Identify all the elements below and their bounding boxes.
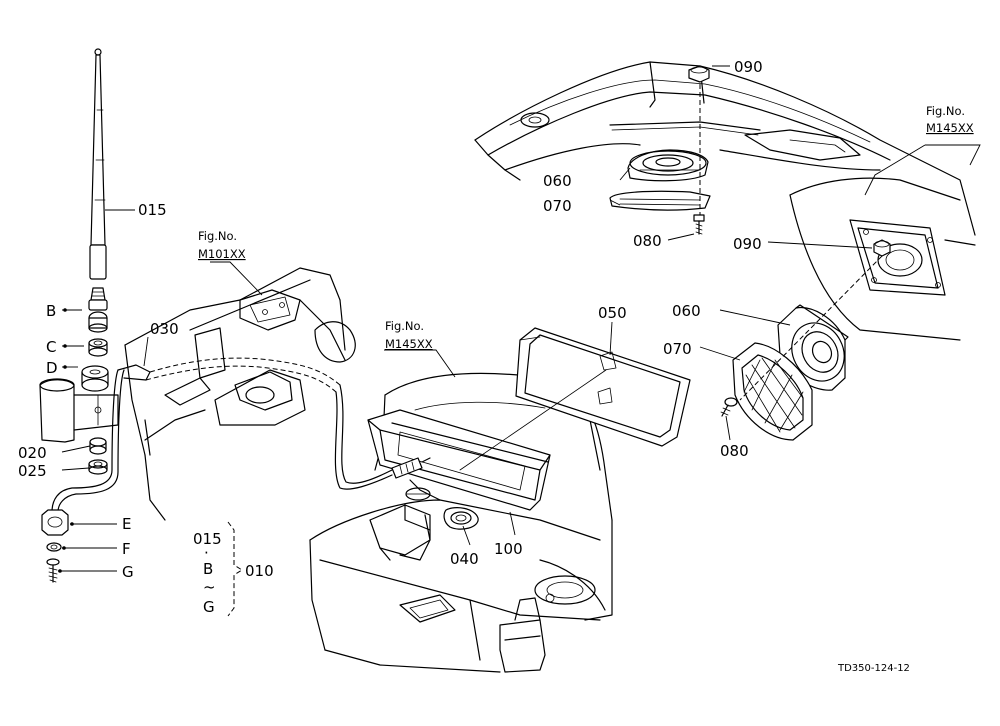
antenna-assembly: [39, 48, 151, 583]
set-legend: 015 · B ~ G 010: [193, 530, 274, 616]
set-legend-bracket: [227, 521, 243, 617]
label-070: 070: [663, 340, 692, 358]
right-fender-drawing: [789, 177, 976, 341]
fig-ref-m101-caption: Fig.No.: [198, 229, 237, 243]
part-labels: 015 B C D 030 020 025 E F G 040 100 050 …: [18, 58, 763, 581]
label-090-top: 090: [734, 58, 763, 76]
label-025: 025: [18, 462, 47, 480]
label-g: G: [122, 563, 134, 581]
fig-ref-m145-right-code: M145XX: [926, 121, 974, 135]
label-060: 060: [672, 302, 701, 320]
label-020: 020: [18, 444, 47, 462]
top-speaker-assembly: [609, 65, 711, 235]
label-060-top: 060: [543, 172, 572, 190]
set-legend-top: 015: [193, 530, 222, 548]
label-e: E: [122, 515, 131, 533]
center-console-drawing: [367, 327, 691, 521]
label-d: D: [46, 359, 58, 377]
label-090: 090: [733, 235, 762, 253]
label-015: 015: [138, 201, 167, 219]
leader-dots: [58, 308, 74, 573]
grommet-part: [443, 507, 479, 530]
set-legend-bottom: G: [203, 598, 215, 616]
set-legend-tilde: ~: [203, 578, 216, 596]
label-070-top: 070: [543, 197, 572, 215]
label-080-top: 080: [633, 232, 662, 250]
set-legend-assembly: 010: [245, 562, 274, 580]
right-speaker-assembly: [720, 239, 891, 441]
fig-ref-m145-right-caption: Fig.No.: [926, 104, 965, 118]
label-100: 100: [494, 540, 523, 558]
label-080: 080: [720, 442, 749, 460]
label-c: C: [46, 338, 56, 356]
cab-frame-drawing: [124, 267, 356, 521]
label-b: B: [46, 302, 56, 320]
set-legend-mid: B: [203, 560, 213, 578]
antenna-cable-drawing: [334, 384, 431, 490]
fig-ref-m101-code: M101XX: [198, 247, 246, 261]
label-040: 040: [450, 550, 479, 568]
fig-ref-m145-center-caption: Fig.No.: [385, 319, 424, 333]
fig-ref-m145-center-code: M145XX: [385, 337, 433, 351]
label-030: 030: [150, 320, 179, 338]
leader-lines: [58, 65, 981, 572]
figure-references: Fig.No. M101XX Fig.No. M145XX Fig.No. M1…: [198, 104, 974, 351]
lower-body-drawing: [309, 479, 613, 673]
set-legend-dot: ·: [204, 544, 209, 562]
label-f: F: [122, 540, 131, 558]
label-050: 050: [598, 304, 627, 322]
drawing-code: TD350-124-12: [837, 663, 910, 674]
